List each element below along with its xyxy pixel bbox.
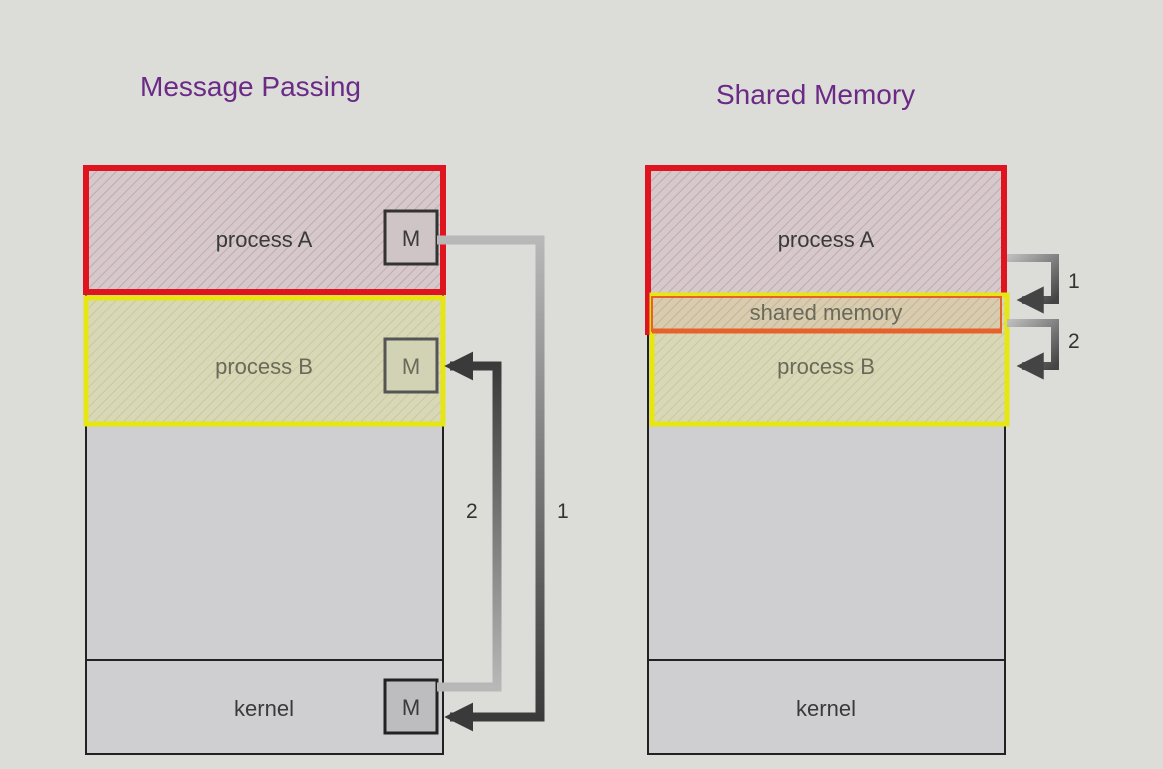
sm-arrow-1-label: 1 (1068, 270, 1080, 293)
mp-message-label-a: M (402, 226, 420, 251)
shared-memory-title: Shared Memory (716, 79, 916, 110)
sm-arrow-1 (1007, 254, 1059, 314)
mp-process-b-label: process B (215, 354, 313, 379)
sm-shared-region (651, 296, 1002, 332)
sm-arrow-2-label: 2 (1068, 330, 1080, 353)
shared-memory-diagram: process A shared memory process B kernel… (645, 165, 1080, 755)
mp-message-box-kernel (383, 678, 439, 735)
message-passing-title: Message Passing (140, 71, 362, 102)
sm-shared-memory-label: shared memory (750, 300, 903, 325)
mp-arrow-1-label: 1 (557, 500, 569, 523)
sm-kernel-label: kernel (796, 696, 856, 721)
mp-arrow-2-label: 2 (466, 500, 478, 523)
message-passing-diagram: process A process B kernel M M M 1 2 (83, 165, 569, 755)
sm-process-a-label: process A (778, 227, 875, 252)
mp-message-label-b: M (402, 354, 420, 379)
mp-message-box-b (383, 337, 439, 394)
mp-arrow-2 (437, 351, 502, 692)
mp-process-b-region (83, 295, 446, 427)
mp-kernel-label: kernel (234, 696, 294, 721)
sm-arrow-2 (1007, 319, 1059, 380)
sm-process-b-label: process B (777, 354, 875, 379)
mp-process-a-label: process A (216, 227, 313, 252)
mp-arrow-1 (437, 235, 545, 732)
mp-message-box-a (383, 209, 439, 266)
mp-message-label-kernel: M (402, 695, 420, 720)
